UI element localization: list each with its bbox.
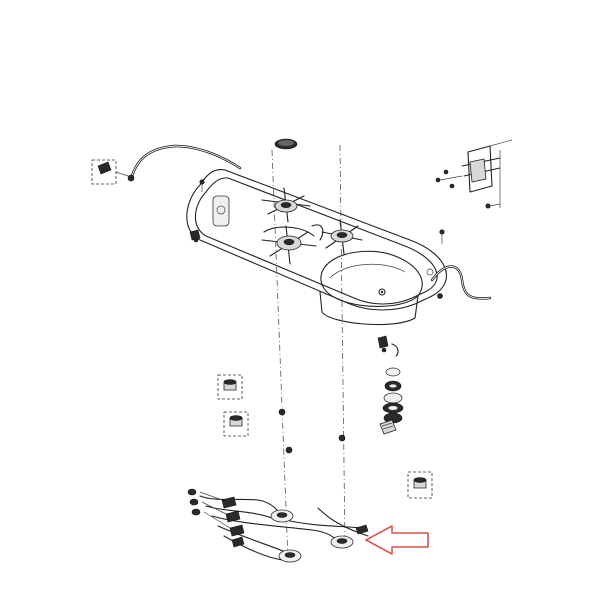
burner-front-right (321, 219, 363, 255)
plug-detail-1 (217, 374, 243, 400)
plug-detail-3 (407, 471, 433, 499)
right-gas-hose (430, 265, 492, 300)
sink-bowl (319, 250, 423, 326)
burner-cup-3 (278, 549, 302, 563)
plug-detail-2 (223, 411, 249, 437)
burner-cup-2 (330, 535, 354, 549)
hob-sink-tray (186, 168, 447, 326)
burner-cup-1 (270, 509, 294, 523)
gas-pipe-manifold (187, 488, 369, 563)
detail-plugs (217, 374, 433, 499)
knob-part (274, 138, 298, 150)
burner-rear (261, 187, 311, 223)
assembly-axes (271, 144, 346, 561)
gas-hose-assembly (91, 144, 242, 185)
burner-pan-supports (261, 187, 363, 265)
burner-front-left (261, 225, 317, 265)
tap-valve-stack (377, 335, 404, 435)
mounting-screws (189, 179, 445, 299)
callout-arrow (365, 525, 429, 555)
bracket-assembly (435, 139, 513, 209)
